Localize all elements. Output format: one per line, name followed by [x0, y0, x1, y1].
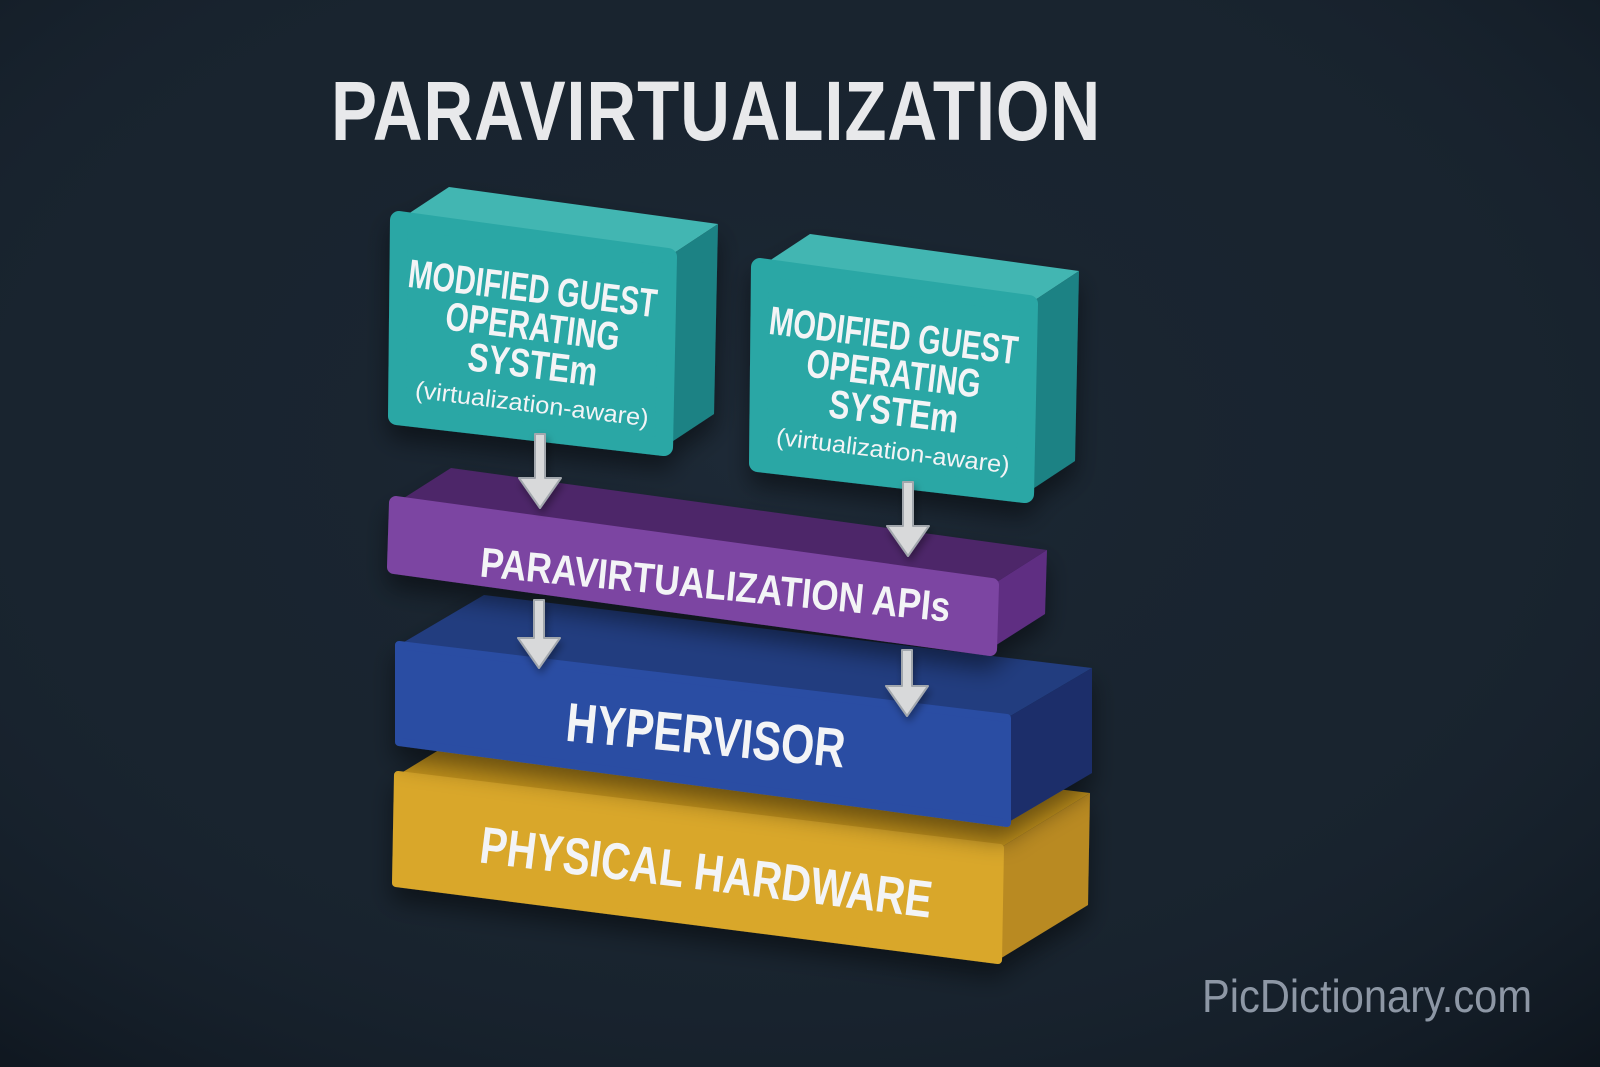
- apis-side-face: [990, 550, 1047, 649]
- guest-os-box-2: MODIFIED GUEST OPERATING SYSTEm (virtual…: [749, 234, 1079, 503]
- arrow-apis-to-hypervisor-right-icon: [885, 649, 929, 717]
- guest-os-box-1: MODIFIED GUEST OPERATING SYSTEm (virtual…: [388, 187, 718, 456]
- hypervisor-front-face: [395, 641, 1011, 827]
- guest2-top-face: [760, 234, 1079, 304]
- flow-arrows: [517, 433, 930, 717]
- apis-front-face: [387, 496, 999, 656]
- apis-top-face: [396, 468, 1047, 585]
- page-title: PARAVIRTUALIZATION: [331, 64, 1101, 158]
- guest1-side-face: [664, 224, 718, 447]
- arrow-guest2-to-apis-icon: [886, 481, 930, 557]
- watermark: PicDictionary.com: [1202, 970, 1532, 1022]
- guest1-front-face: [388, 211, 677, 456]
- guest2-side-face: [1025, 271, 1079, 494]
- guest2-front-face: [749, 258, 1038, 503]
- guest1-top-face: [399, 187, 718, 257]
- hypervisor-side-face: [1007, 668, 1092, 823]
- arrow-apis-to-hypervisor-left-icon: [517, 599, 561, 669]
- hardware-side-face: [998, 793, 1090, 960]
- paravirtualization-apis-layer: PARAVIRTUALIZATION APIs: [387, 468, 1047, 656]
- hardware-front-face: [392, 771, 1004, 964]
- arrow-guest1-to-apis-icon: [518, 433, 562, 509]
